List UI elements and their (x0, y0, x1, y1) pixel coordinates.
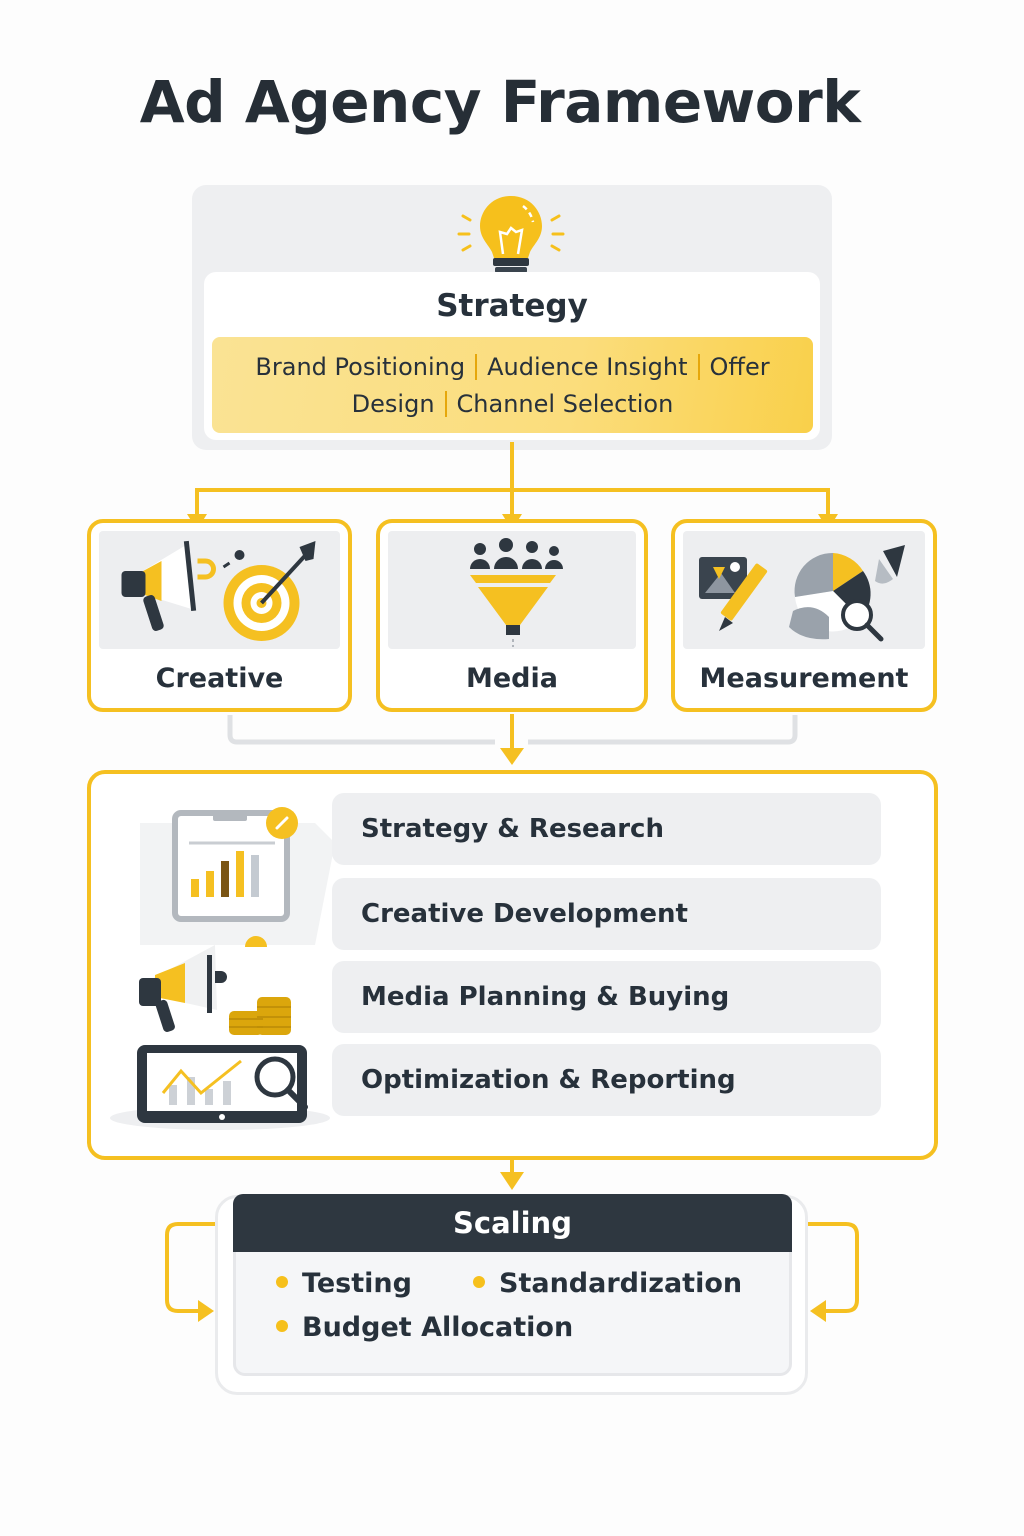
strategy-item: Audience Insight (487, 353, 688, 381)
separator (697, 354, 700, 380)
bullet-text: Standardization (499, 1268, 743, 1299)
process-illustrations (110, 807, 335, 1130)
process-step: Optimization & Reporting (332, 1044, 881, 1116)
scaling-bullet: Testing (276, 1268, 412, 1299)
pillar-label: Measurement (699, 663, 909, 694)
pillar-label: Media (466, 663, 558, 694)
megaphone-target-icon (121, 540, 316, 641)
audience-funnel-icon (470, 538, 563, 647)
bullet-text: Budget Allocation (302, 1312, 574, 1343)
process-step: Strategy & Research (332, 793, 881, 865)
analytics-charts-icon (699, 545, 905, 642)
process-step: Creative Development (332, 878, 881, 950)
process-step: Media Planning & Buying (332, 961, 881, 1033)
separator (444, 391, 447, 417)
media-illustration (388, 531, 636, 649)
strategy-item: Channel Selection (456, 390, 674, 418)
strategy-item: Offer Design (351, 353, 770, 418)
lightbulb-icon (457, 196, 565, 279)
scaling-title: Scaling (233, 1194, 792, 1252)
bullet-dot (473, 1276, 485, 1288)
strategy-title: Strategy (436, 288, 588, 324)
creative-illustration (99, 531, 340, 649)
loop-arrow-right (802, 1222, 859, 1313)
strategy-item: Brand Positioning (255, 353, 466, 381)
pillar-label: Creative (155, 663, 284, 694)
pillar-measurement[interactable]: Measurement (671, 519, 937, 712)
megaphone-coins-icon (139, 936, 291, 1035)
arrowhead (500, 1172, 524, 1190)
loop-arrow-left (165, 1222, 222, 1313)
scaling-bullet: Standardization (473, 1268, 742, 1299)
pillar-creative[interactable]: Creative (87, 519, 352, 712)
measurement-illustration (683, 531, 925, 649)
bullet-dot (276, 1276, 288, 1288)
pillar-media[interactable]: Media (376, 519, 648, 712)
clipboard-chart-icon (140, 807, 335, 945)
arrowhead (198, 1300, 214, 1322)
monitor-magnifier-icon (110, 1045, 330, 1130)
scaling-bullet: Budget Allocation (276, 1312, 573, 1343)
separator (475, 354, 478, 380)
bullet-text: Testing (302, 1268, 412, 1299)
arrowhead (810, 1300, 826, 1322)
page-title: Ad Agency Framework (139, 68, 861, 136)
arrowhead (500, 748, 524, 765)
bullet-dot (276, 1320, 288, 1332)
